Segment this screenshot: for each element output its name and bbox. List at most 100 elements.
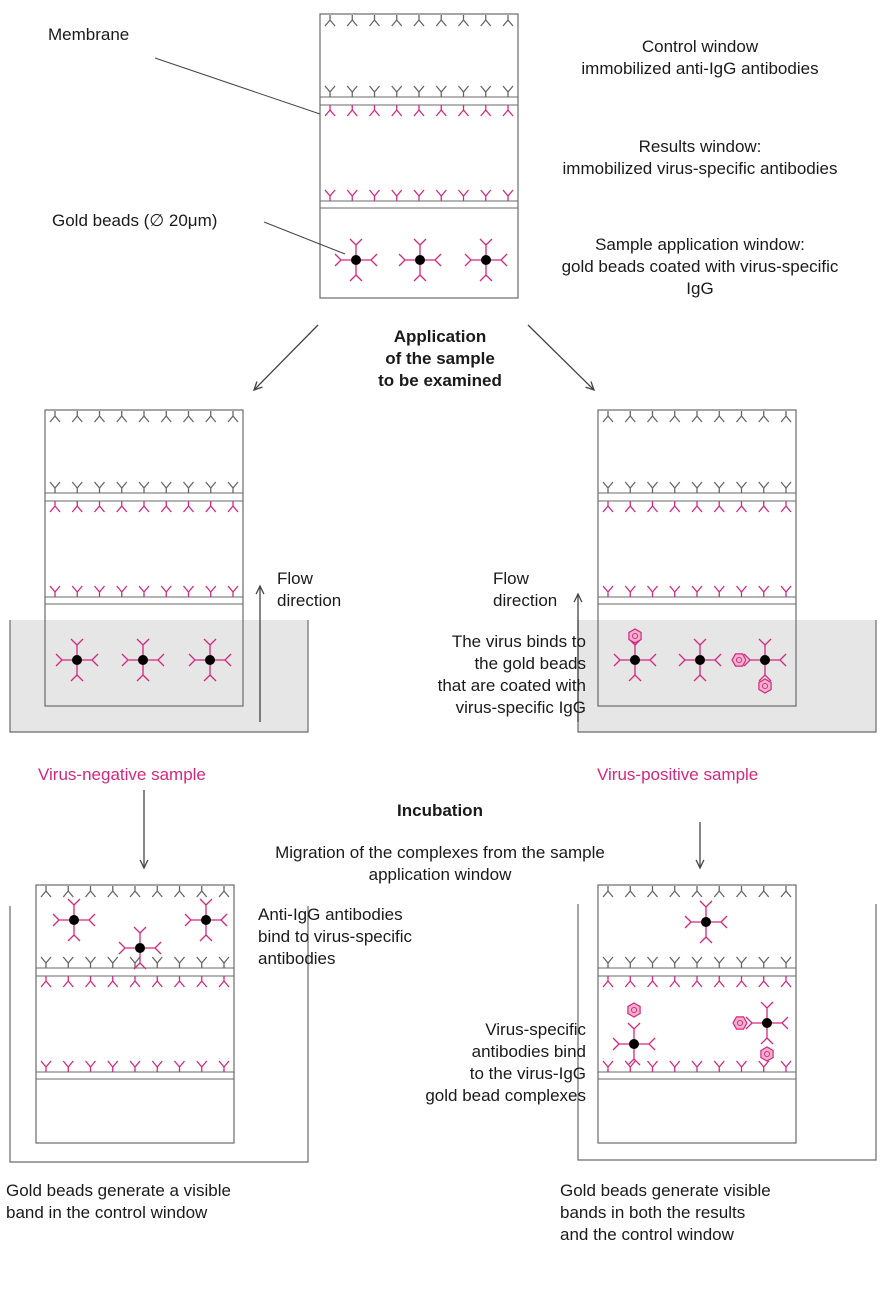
antibody-icon (138, 585, 150, 597)
antibody-icon (502, 85, 514, 97)
antibody-icon (736, 481, 747, 493)
antibody-icon (160, 411, 172, 423)
antibody-icon (174, 886, 185, 898)
bead-core (72, 655, 82, 665)
antibody-icon (369, 15, 380, 27)
migration-line: Migration of the complexes from the samp… (275, 843, 605, 862)
antibody-icon (780, 886, 792, 898)
left-split-arrow (252, 324, 319, 392)
antibody-icon (624, 585, 636, 597)
antibody-icon (129, 1060, 141, 1072)
antibody-icon (502, 15, 514, 27)
antibody-icon (151, 956, 163, 968)
left-caption-line: band in the control window (6, 1203, 208, 1222)
antibody-icon (758, 481, 770, 493)
antibody-icon (647, 411, 658, 423)
virus-specific-note: Virus-specific antibodies bind to the vi… (390, 1019, 586, 1107)
tray-outline (9, 906, 309, 1163)
left-middle-strip (44, 409, 244, 707)
antibody-icon (435, 189, 447, 201)
anti-igg-line: Anti-IgG antibodies (258, 905, 403, 924)
left-flow-label: Flow direction (277, 568, 341, 612)
binding-note-line: the gold beads (474, 654, 586, 673)
application-heading: Application of the sample to be examined (340, 326, 540, 392)
antibody-icon (218, 956, 230, 968)
tray-outline (9, 620, 309, 733)
antibody-icon (205, 481, 217, 493)
antibody-icon (174, 1060, 185, 1072)
antibody-icon (413, 85, 425, 97)
antibody-icon (107, 1060, 119, 1072)
antibody-icon (624, 481, 636, 493)
antibody-icon (647, 481, 658, 493)
antibody-icon (713, 886, 725, 898)
antibody-icon (669, 956, 681, 968)
virus-negative-label: Virus-negative sample (38, 765, 206, 784)
gold-bead-icon (55, 638, 99, 682)
antibody-icon (691, 1060, 703, 1072)
anti-igg-line: antibodies (258, 949, 336, 968)
antibody-icon (346, 189, 358, 201)
antibody-icon (94, 411, 105, 423)
antibody-icon (138, 501, 150, 513)
left-incubation-arrow (139, 790, 149, 870)
flow-line: Flow (277, 569, 313, 588)
antibody-icon (624, 411, 636, 423)
bead-core (135, 943, 145, 953)
antibody-icon (196, 886, 208, 898)
antibody-icon (736, 501, 747, 513)
bead-core (695, 655, 705, 665)
antibody-icon (183, 501, 194, 513)
antibody-icon (94, 585, 105, 597)
antibody-icon (151, 1060, 163, 1072)
antibody-icon (413, 189, 425, 201)
antibody-icon (151, 886, 163, 898)
antibody-icon (624, 886, 636, 898)
antibody-icon (62, 886, 74, 898)
antibody-icon (71, 585, 83, 597)
gold-bead-icon (52, 898, 96, 942)
antibody-icon (40, 976, 52, 988)
antibody-icon (40, 956, 52, 968)
antibody-icon (346, 15, 358, 27)
antibody-icon (369, 85, 380, 97)
antibody-icon (205, 585, 217, 597)
antibody-icon (435, 15, 447, 27)
gold-bead-icon (613, 638, 657, 682)
antibody-icon (107, 956, 119, 968)
antibody-icon (85, 1060, 96, 1072)
antibody-icon (85, 956, 96, 968)
antibody-icon (218, 1060, 230, 1072)
antibody-icon (758, 976, 770, 988)
bead-core (138, 655, 148, 665)
antibody-icon (196, 956, 208, 968)
antibody-icon (602, 481, 614, 493)
antibody-icon (691, 956, 703, 968)
bead-core (630, 655, 640, 665)
antibody-icon (602, 976, 614, 988)
antibody-icon (49, 501, 61, 513)
right-split-arrow (527, 324, 596, 392)
antibody-icon (227, 481, 239, 493)
bead-core (205, 655, 215, 665)
binding-note-line: that are coated with (437, 676, 586, 695)
antibody-icon (713, 501, 725, 513)
antibody-icon (116, 481, 128, 493)
antibody-icon (116, 501, 128, 513)
antibody-icon (435, 105, 447, 117)
antibody-icon (736, 956, 747, 968)
antibody-icon (624, 976, 636, 988)
antibody-icon (116, 585, 128, 597)
antibody-icon (151, 976, 163, 988)
left-bottom-tray (9, 906, 309, 1163)
sample-fluid (578, 904, 876, 1160)
antibody-icon (94, 481, 105, 493)
application-line: of the sample (385, 349, 495, 368)
antibody-icon (435, 85, 447, 97)
tray-outline (577, 904, 877, 1161)
antibody-icon (205, 411, 217, 423)
virus-binding-note: The virus binds to the gold beads that a… (360, 631, 586, 719)
antibody-icon (480, 105, 492, 117)
antibody-icon (413, 15, 425, 27)
antibody-icon (346, 105, 358, 117)
